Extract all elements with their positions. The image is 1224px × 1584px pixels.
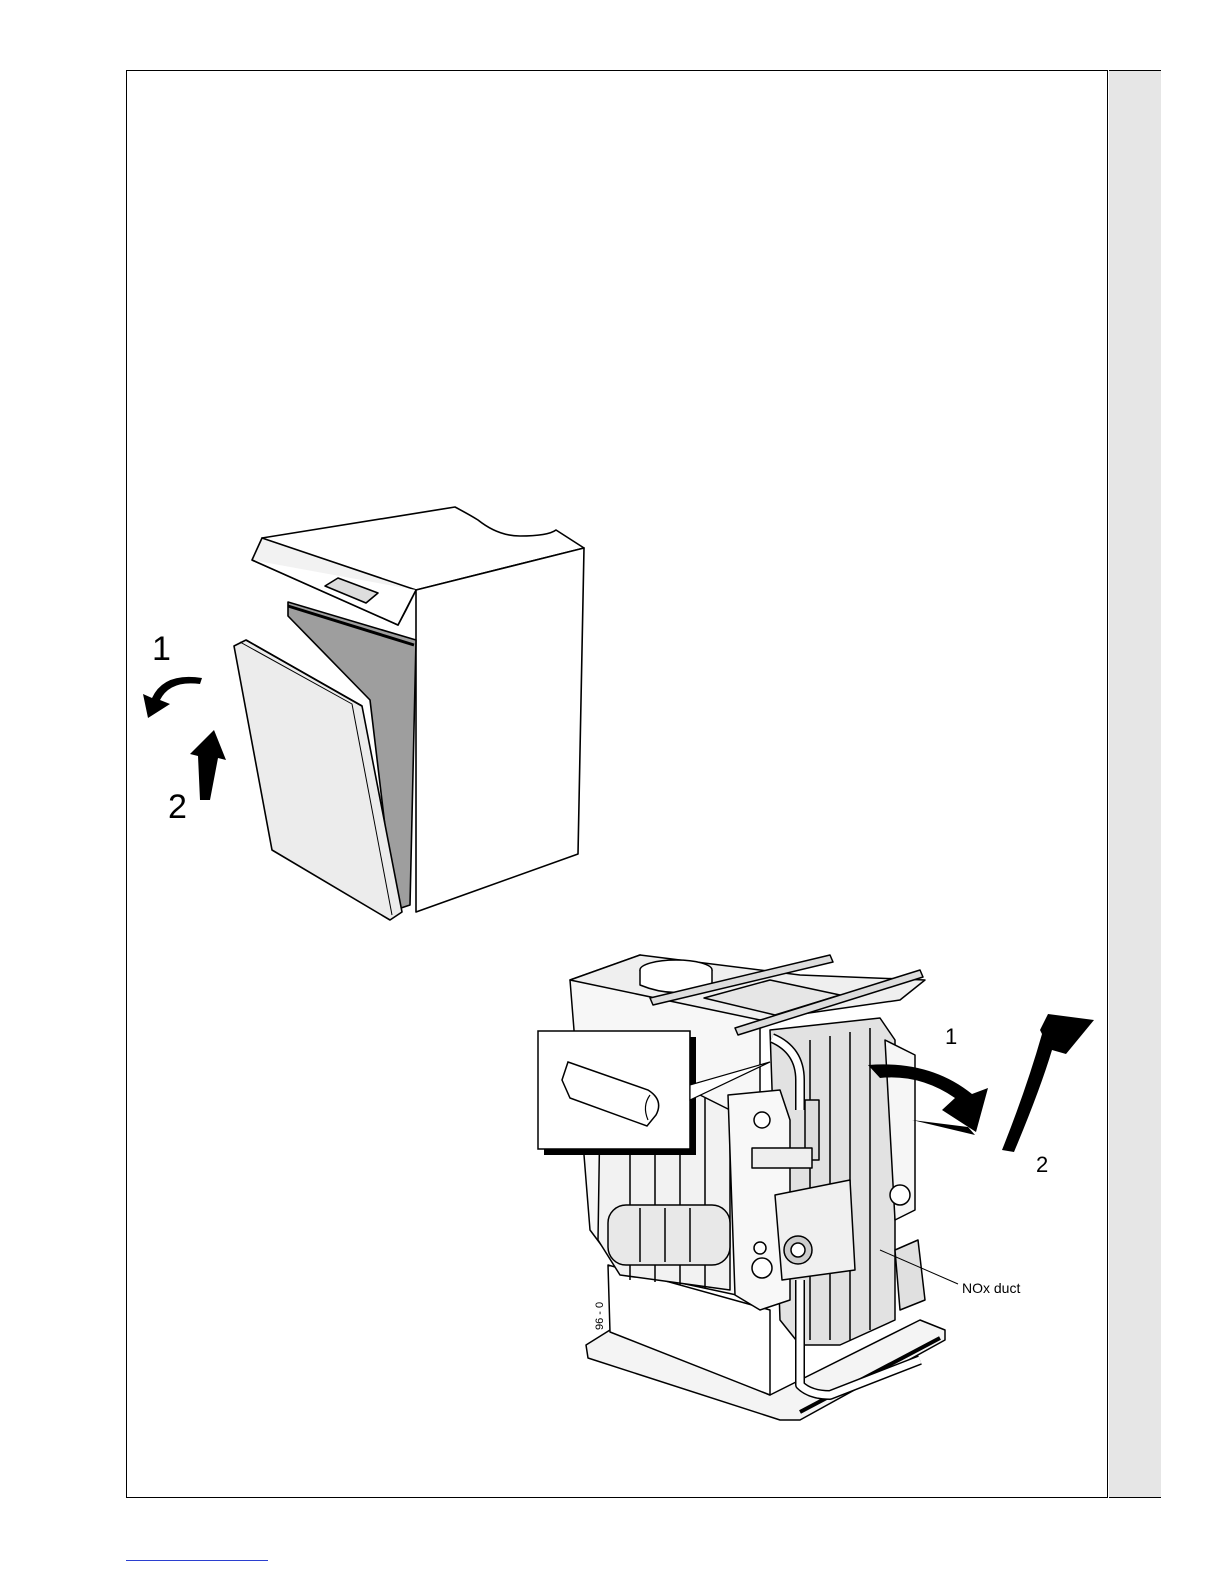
nox-duct-label: NOx duct xyxy=(962,1280,1020,1296)
drawing-code: 96 - 0 xyxy=(594,1302,606,1330)
lift-arrow xyxy=(190,730,226,800)
figure1-step2-label: 2 xyxy=(168,788,187,827)
heat-exchanger-illustration xyxy=(570,955,945,1420)
figure1-step1-label: 1 xyxy=(152,630,171,669)
raise-arrow xyxy=(1002,1014,1094,1152)
figure2-step1-label: 1 xyxy=(945,1024,957,1050)
rotate-arrow xyxy=(143,677,202,718)
footer-rule xyxy=(126,1560,268,1561)
figure2-step2-label: 2 xyxy=(1036,1152,1048,1178)
boiler-casing-illustration xyxy=(234,507,584,920)
